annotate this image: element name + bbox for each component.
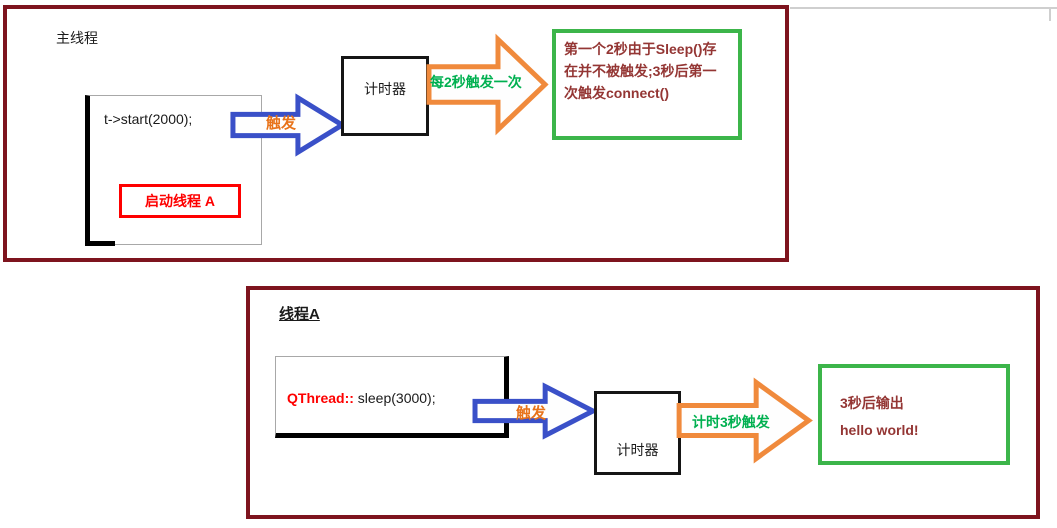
window-edge-corner	[1049, 7, 1051, 21]
main-thread-title: 主线程	[56, 30, 98, 46]
interval-arrow-icon	[428, 33, 548, 136]
thread-a-title: 线程A	[279, 306, 320, 323]
output-line2: hello world!	[840, 422, 919, 438]
thread-a-code-rest: sleep(3000);	[353, 390, 436, 406]
thread-a-trigger-label: 触发	[516, 405, 547, 422]
main-timer-box: 计时器	[341, 56, 429, 136]
thread-a-timer-box: 计时器	[594, 391, 681, 475]
thread-a-frame	[246, 286, 1040, 519]
main-thread-frame	[3, 5, 789, 262]
main-trigger-label: 触发	[266, 115, 297, 132]
main-note-text: 第一个2秒由于Sleep()存在并不被触发;3秒后第一次触发connect()	[564, 41, 717, 101]
main-arrow-caption: 每2秒触发一次	[430, 74, 522, 90]
window-edge-line	[790, 7, 1057, 9]
thread-a-code-prefix: QThread::	[287, 390, 354, 406]
thread-a-timer-label: 计时器	[616, 442, 659, 458]
main-note-box: 第一个2秒由于Sleep()存在并不被触发;3秒后第一次触发connect()	[552, 29, 742, 140]
main-code-box	[85, 95, 262, 245]
output-line1: 3秒后输出	[840, 395, 904, 411]
output-box: 3秒后输出 hello world!	[818, 364, 1010, 465]
start-thread-label: 启动线程 A	[145, 193, 215, 209]
trigger-arrow-icon	[232, 94, 345, 156]
thread-a-arrow-caption: 计时3秒触发	[692, 414, 770, 430]
main-code-box-corner	[85, 241, 115, 246]
trigger-arrow-icon	[474, 383, 596, 439]
thread-a-code-box	[275, 356, 509, 438]
main-timer-label: 计时器	[364, 81, 406, 97]
thread-a-code-text: QThread:: sleep(3000);	[287, 390, 436, 406]
start-thread-box: 启动线程 A	[119, 184, 241, 218]
timing-arrow-icon	[678, 377, 812, 464]
main-code-text: t->start(2000);	[104, 111, 193, 127]
